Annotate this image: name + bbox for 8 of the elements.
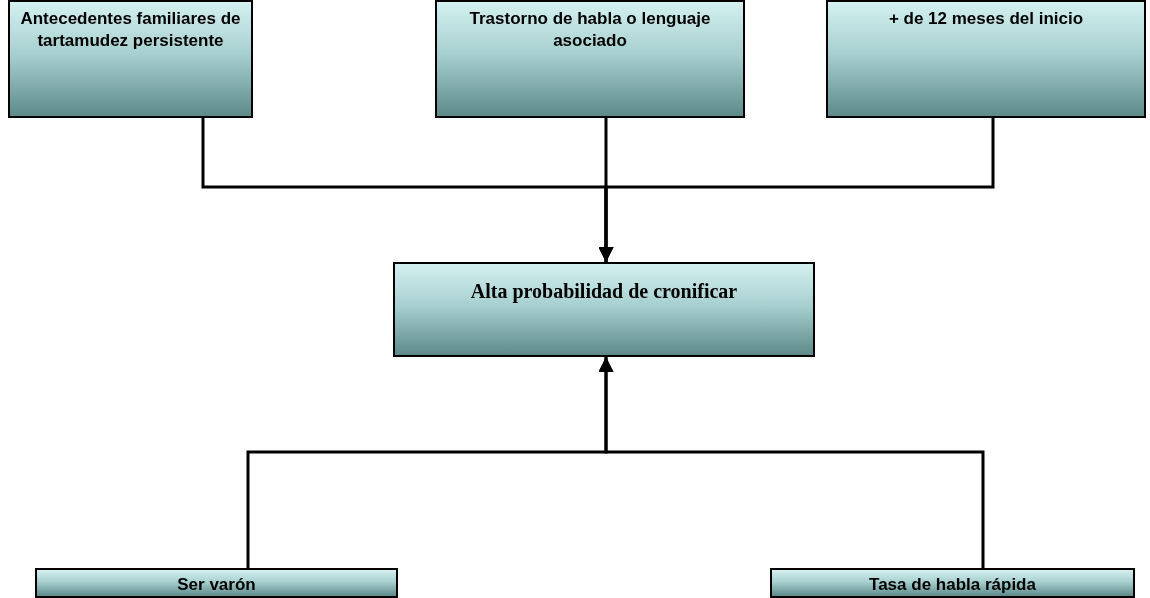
process-box: Tasa de habla rápida [770,568,1135,598]
arrow [598,357,985,568]
process-box: + de 12 meses del inicio [826,0,1146,118]
process-box: Ser varón [35,568,398,598]
arrow [598,118,995,262]
process-box: Trastorno de habla o lenguaje asociado [435,0,745,118]
process-box: Antecedentes familiares de tartamudez persistente [8,0,253,118]
process-box: Alta probabilidad de cronificar [393,262,815,357]
